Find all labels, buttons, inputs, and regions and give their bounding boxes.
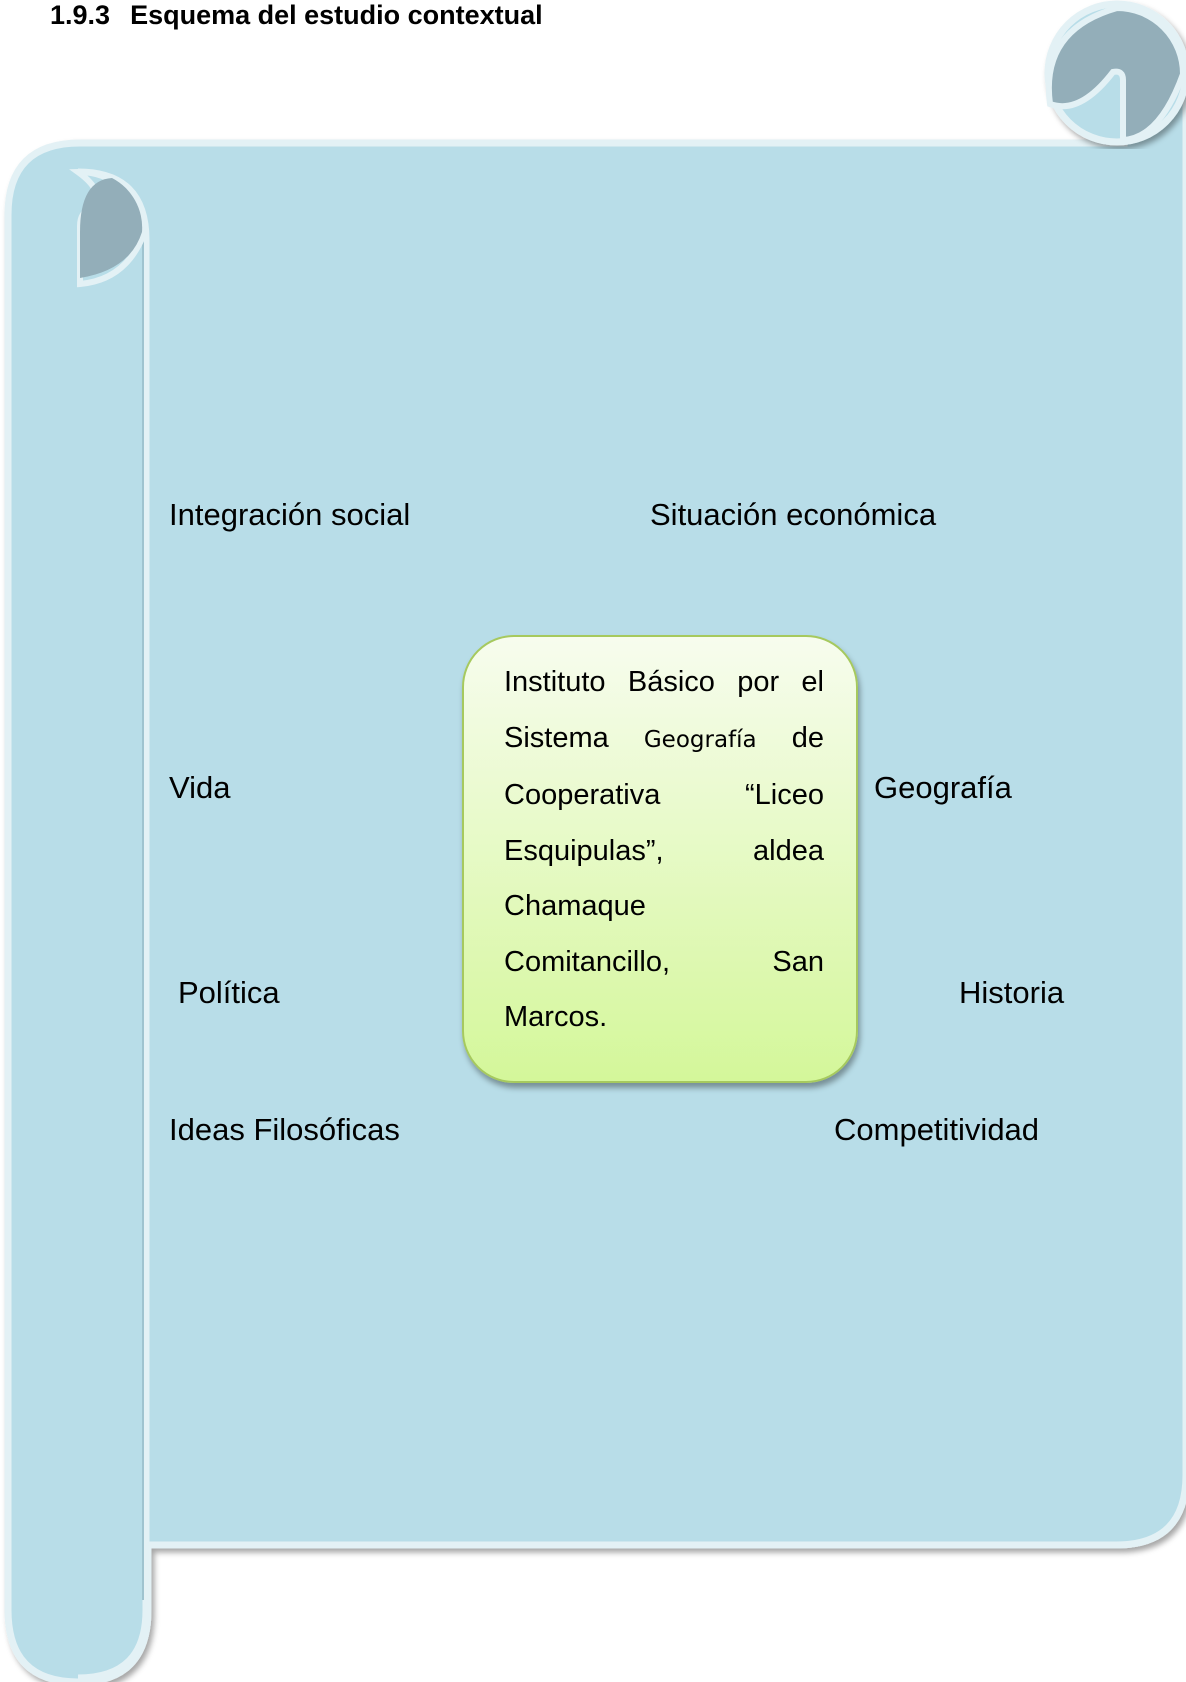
center-word: Instituto: [504, 666, 606, 698]
center-word: San: [772, 945, 824, 978]
center-line: Comitancillo, San: [504, 935, 824, 991]
section-heading: 1.9.3 Esquema del estudio contextual: [50, 0, 543, 31]
label-vida: Vida: [169, 770, 231, 805]
center-word: Cooperativa: [504, 779, 661, 811]
center-word: Marcos.: [504, 1001, 608, 1033]
label-ideas-filosoficas: Ideas Filosóficas: [169, 1112, 400, 1147]
center-word: aldea: [753, 834, 824, 867]
scroll-top-curl: [1045, 4, 1186, 144]
center-line: Cooperativa “Liceo: [504, 768, 824, 824]
center-line: Sistema Geografía de: [504, 711, 824, 769]
center-line: Chamaque: [504, 879, 824, 935]
section-title: Esquema del estudio contextual: [130, 0, 543, 30]
label-integracion-social: Integración social: [169, 497, 411, 532]
center-word: Geografía: [643, 726, 757, 753]
center-word: Esquipulas”,: [504, 834, 664, 867]
center-word: Chamaque: [504, 890, 646, 922]
center-word: Básico: [627, 666, 715, 698]
center-word: Comitancillo,: [504, 945, 670, 978]
label-situacion-economica: Situación económica: [650, 497, 937, 532]
center-line: Esquipulas”, aldea: [504, 824, 824, 880]
label-geografia: Geografía: [874, 770, 1012, 805]
center-word: por: [737, 666, 780, 698]
label-historia: Historia: [959, 975, 1065, 1010]
label-politica: Política: [178, 975, 280, 1010]
section-number: 1.9.3: [50, 0, 111, 30]
center-word: de: [791, 721, 824, 754]
center-line: Marcos.: [504, 990, 824, 1046]
center-word: Sistema: [504, 721, 609, 754]
center-word: “Liceo: [745, 779, 824, 811]
label-competitividad: Competitividad: [834, 1112, 1040, 1147]
center-word: el: [801, 666, 824, 698]
